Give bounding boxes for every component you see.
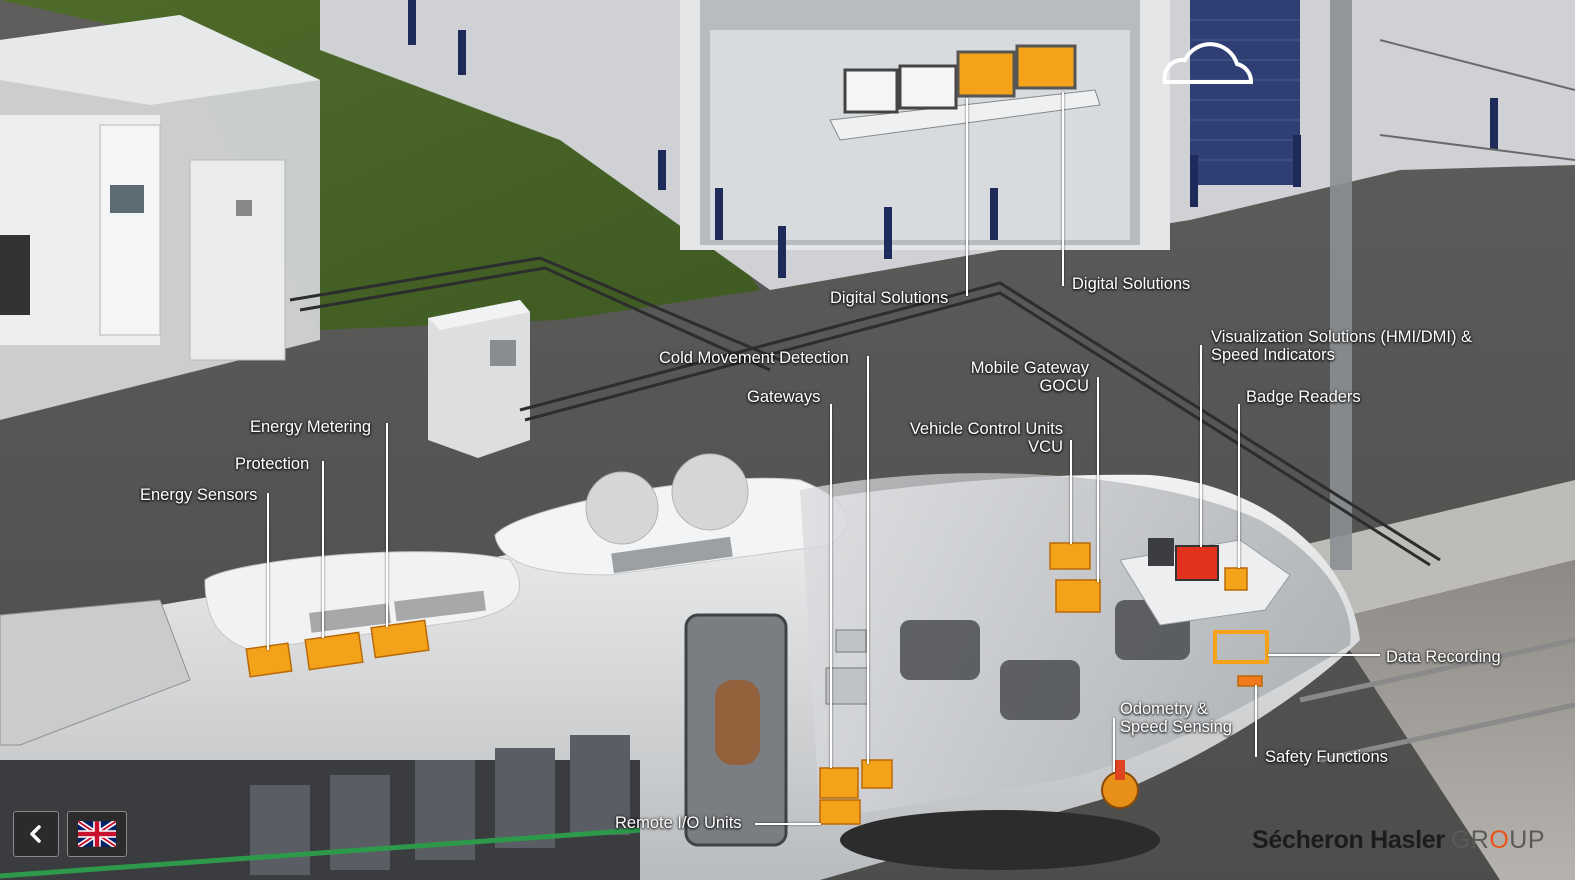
label-vcu-line2: VCU bbox=[1028, 438, 1063, 456]
label-digital-solutions-2[interactable]: Digital Solutions bbox=[1072, 275, 1191, 293]
label-energy-sensors[interactable]: Energy Sensors bbox=[140, 486, 258, 504]
label-mobile-gateway[interactable]: Mobile Gateway GOCU bbox=[964, 359, 1089, 395]
label-remote-io-units[interactable]: Remote I/O Units bbox=[615, 814, 742, 832]
leader-gateways bbox=[830, 404, 832, 768]
leader-vcu bbox=[1070, 440, 1072, 544]
label-vcu-line1: Vehicle Control Units bbox=[909, 420, 1063, 438]
leader-digital-solutions-1 bbox=[966, 98, 968, 296]
leader-visualization bbox=[1200, 345, 1202, 547]
label-odometry-line1: Odometry & bbox=[1120, 700, 1209, 718]
label-odometry-line2: Speed Sensing bbox=[1120, 718, 1232, 736]
label-energy-metering[interactable]: Energy Metering bbox=[250, 418, 372, 436]
leader-energy-sensors bbox=[267, 493, 269, 650]
logo-group-pre: GR bbox=[1450, 826, 1490, 854]
label-visualization-line2: Speed Indicators bbox=[1211, 346, 1335, 364]
hotspot-remote-io-device[interactable] bbox=[816, 756, 896, 828]
hotspot-odometry-device[interactable] bbox=[1098, 760, 1142, 812]
label-data-recording[interactable]: Data Recording bbox=[1386, 648, 1501, 666]
label-gateways[interactable]: Gateways bbox=[747, 388, 821, 406]
logo-group-post: UP bbox=[1509, 826, 1546, 854]
label-vehicle-control-units[interactable]: Vehicle Control Units VCU bbox=[897, 420, 1063, 456]
uk-flag-icon bbox=[78, 821, 116, 847]
label-mobile-gateway-line1: Mobile Gateway bbox=[970, 359, 1089, 377]
leader-remote-io bbox=[755, 823, 821, 825]
logo-group: GROUP bbox=[1451, 826, 1545, 854]
language-button[interactable] bbox=[67, 811, 127, 857]
label-protection[interactable]: Protection bbox=[235, 455, 310, 473]
leader-odometry bbox=[1113, 718, 1115, 772]
hotspot-mobile-gateway-device[interactable] bbox=[1054, 577, 1104, 615]
leader-cold-movement bbox=[867, 356, 869, 764]
hotspot-visualization-device[interactable] bbox=[1172, 542, 1222, 584]
hotspot-badge-reader-device[interactable] bbox=[1222, 565, 1250, 593]
label-safety-functions[interactable]: Safety Functions bbox=[1265, 748, 1388, 766]
leader-badge-readers bbox=[1238, 404, 1240, 568]
hotspot-data-recording-device[interactable] bbox=[1212, 628, 1270, 666]
label-badge-readers[interactable]: Badge Readers bbox=[1246, 388, 1361, 406]
label-digital-solutions-1[interactable]: Digital Solutions bbox=[830, 289, 949, 307]
label-visualization-line1: Visualization Solutions (HMI/DMI) & bbox=[1211, 328, 1473, 346]
hotspot-vcu-device[interactable] bbox=[1048, 540, 1092, 572]
hotspot-protection-device[interactable] bbox=[305, 632, 363, 670]
label-odometry-speed-sensing[interactable]: Odometry & Speed Sensing bbox=[1120, 700, 1232, 736]
leader-digital-solutions-2 bbox=[1062, 92, 1064, 286]
leader-energy-metering bbox=[386, 423, 388, 627]
hotspot-energy-sensors-device[interactable] bbox=[245, 642, 293, 678]
hotspot-energy-metering-device[interactable] bbox=[371, 620, 429, 658]
hotspot-digital-solutions-screens[interactable] bbox=[955, 44, 1079, 100]
logo-group-o: O bbox=[1489, 826, 1510, 854]
leader-protection bbox=[322, 461, 324, 638]
label-mobile-gateway-line2: GOCU bbox=[1039, 377, 1090, 395]
logo-brand: Sécheron Hasler bbox=[1252, 826, 1445, 854]
leader-safety-functions bbox=[1255, 685, 1257, 757]
leader-data-recording bbox=[1268, 654, 1380, 656]
label-visualization-solutions[interactable]: Visualization Solutions (HMI/DMI) & Spee… bbox=[1211, 328, 1472, 364]
back-button[interactable] bbox=[13, 811, 59, 857]
chevron-left-icon bbox=[30, 825, 41, 843]
hotspot-safety-functions-device[interactable] bbox=[1234, 672, 1266, 690]
leader-mobile-gateway bbox=[1097, 377, 1099, 582]
label-cold-movement-detection[interactable]: Cold Movement Detection bbox=[659, 349, 849, 367]
